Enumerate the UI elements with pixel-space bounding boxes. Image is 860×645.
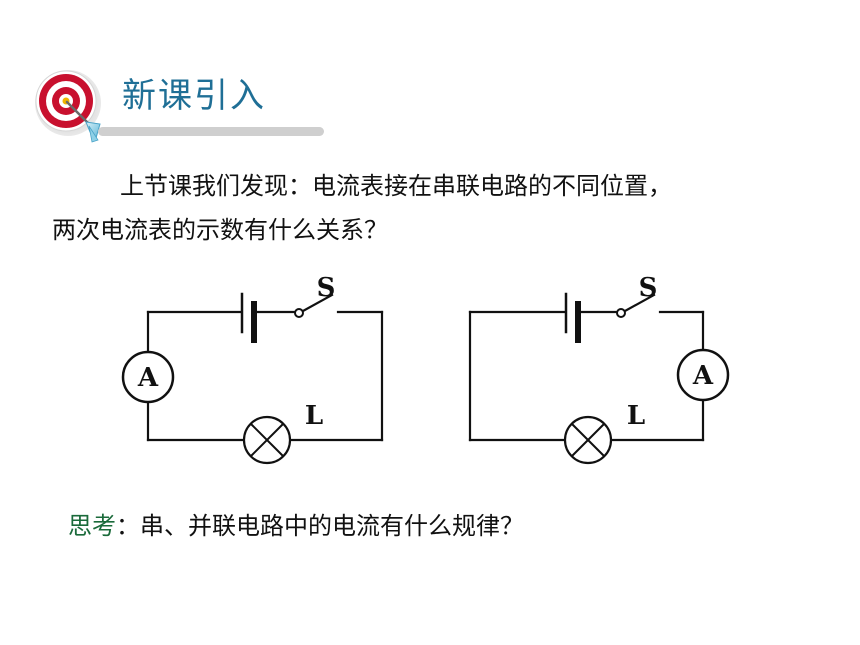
- slide-header: 新课引入: [0, 0, 860, 150]
- intro-line-2: 两次电流表的示数有什么关系？: [52, 216, 388, 244]
- lamp-label: L: [305, 401, 323, 431]
- switch-label: S: [639, 273, 658, 303]
- lamp-label: L: [627, 401, 645, 431]
- section-title: 新课引入: [122, 76, 266, 116]
- think-question: 思考：串、并联电路中的电流有什么规律？: [68, 506, 524, 546]
- title-underline: [98, 127, 324, 136]
- lamp: [242, 415, 292, 465]
- intro-line-1: 上节课我们发现：电流表接在串联电路的不同位置，: [120, 172, 672, 200]
- lamp: [563, 415, 613, 465]
- circuit-diagram-right: A S L: [446, 268, 746, 482]
- ammeter-label: A: [137, 363, 159, 393]
- ammeter-label: A: [692, 361, 714, 391]
- switch-pivot: [616, 308, 626, 318]
- think-colon: ：: [116, 512, 140, 540]
- intro-paragraph: 上节课我们发现：电流表接在串联电路的不同位置， 两次电流表的示数有什么关系？: [52, 164, 812, 252]
- target-dart-icon: [35, 70, 101, 143]
- ammeter: A: [676, 348, 730, 402]
- think-label: 思考: [68, 512, 116, 540]
- think-text: 串、并联电路中的电流有什么规律？: [140, 512, 524, 540]
- circuit-diagram-left: A S L: [110, 268, 400, 482]
- ammeter: A: [121, 350, 175, 404]
- switch-blade: [623, 293, 656, 313]
- switch-pivot: [294, 308, 304, 318]
- switch-blade: [301, 293, 334, 313]
- switch-label: S: [317, 273, 336, 303]
